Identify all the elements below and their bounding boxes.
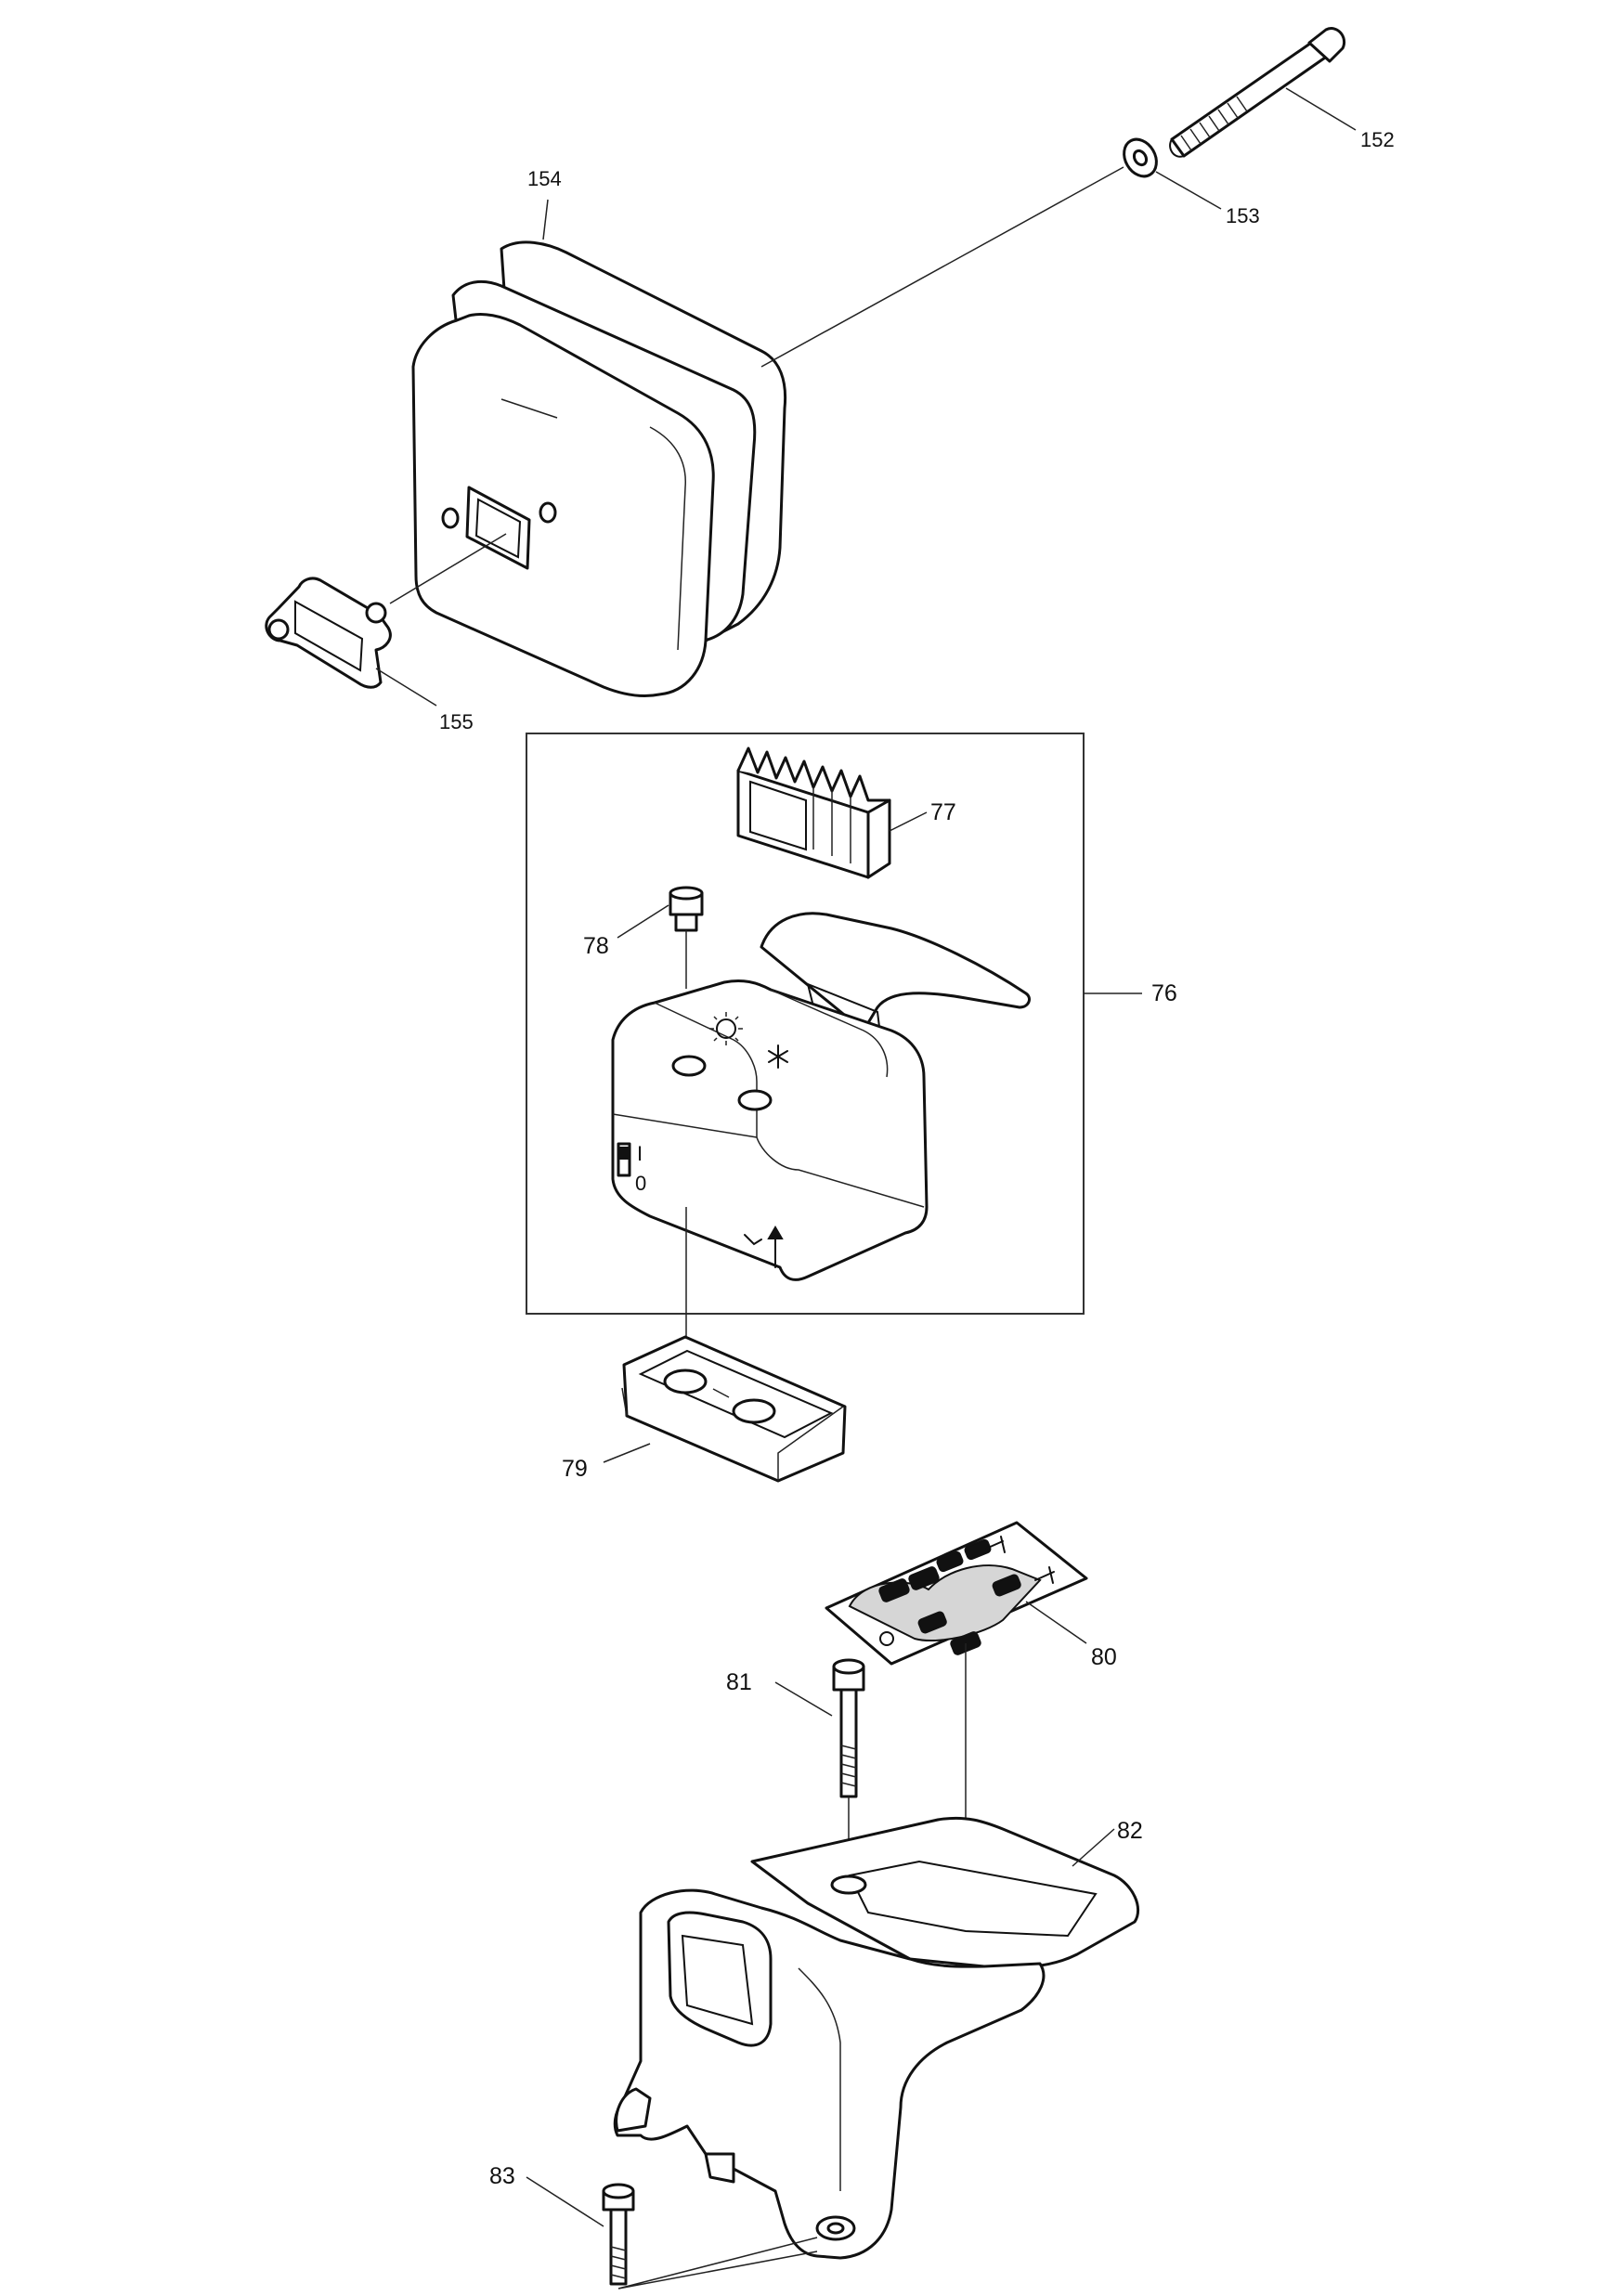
- callout-76: 76: [1151, 980, 1177, 1006]
- switch-off-label: 0: [635, 1172, 646, 1195]
- callout-77: 77: [930, 799, 956, 825]
- part-154-muffler[interactable]: [411, 240, 787, 698]
- callout-155: 155: [439, 710, 474, 733]
- assembly-76-frame: [526, 733, 1085, 1315]
- part-81-screw[interactable]: [832, 1658, 865, 1798]
- part-152-bolt[interactable]: [1169, 27, 1345, 158]
- switch-on-label: I: [637, 1142, 643, 1165]
- callout-79: 79: [562, 1456, 588, 1482]
- part-76-top-cover[interactable]: [611, 912, 1031, 1281]
- callout-83: 83: [489, 2163, 515, 2189]
- leader-83-to-82: [617, 2237, 818, 2290]
- arrow-up-icon: [744, 1226, 784, 1268]
- on-off-switch[interactable]: I 0: [617, 1142, 646, 1195]
- part-82-lower-housing[interactable]: [613, 1816, 1140, 2260]
- callout-80: 80: [1091, 1644, 1117, 1670]
- leader-155-to-154: [389, 533, 507, 604]
- part-78-knob-screw[interactable]: [669, 886, 704, 989]
- part-80-decal[interactable]: [825, 1521, 1088, 1666]
- part-77-grille[interactable]: [736, 746, 891, 879]
- callout-152: 152: [1360, 128, 1395, 151]
- part-79-air-filter[interactable]: [621, 1335, 847, 1483]
- callout-154: 154: [527, 167, 562, 190]
- sun-icon: [709, 1012, 743, 1045]
- callout-78: 78: [583, 933, 609, 959]
- callout-153: 153: [1226, 204, 1260, 227]
- part-155-gasket[interactable]: [265, 577, 392, 689]
- snowflake-icon: [768, 1044, 788, 1069]
- part-83-screw[interactable]: [602, 2183, 635, 2286]
- leader-153-to-154: [760, 166, 1124, 368]
- callout-leaders: [375, 87, 1357, 2227]
- part-153-washer[interactable]: [1118, 134, 1163, 182]
- callout-81: 81: [726, 1669, 752, 1695]
- callout-82: 82: [1117, 1818, 1143, 1844]
